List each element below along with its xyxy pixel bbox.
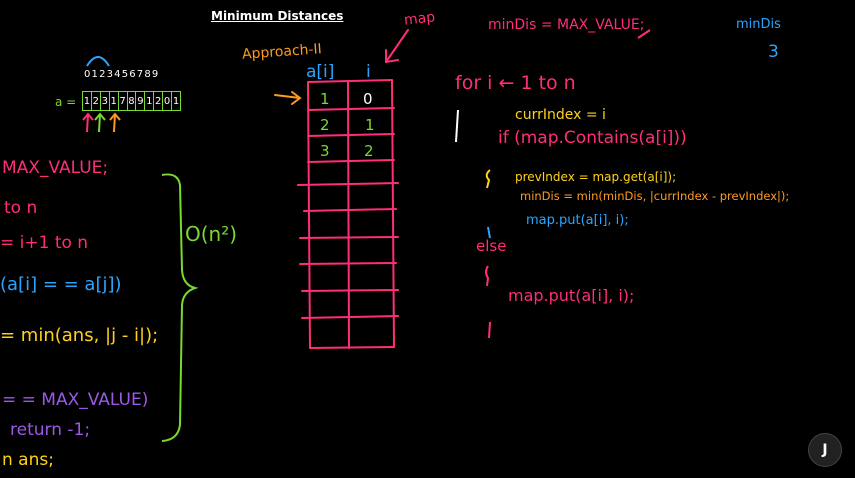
map-arrow-icon [385,29,409,64]
else-open-brace-icon [485,265,490,287]
array-cell: 1 [145,92,155,110]
left-code-line-1: MAX_VALUE; [2,158,109,178]
pointer-arrow-pink-icon [82,112,94,133]
map-table-grid [297,79,399,349]
code-currindex: currIndex = i [515,107,606,123]
result-label: minDis [736,17,781,32]
left-code-line-3: = i+1 to n [0,233,89,253]
code-init: minDis = MAX_VALUE; [488,17,645,33]
table-header-val: i [366,62,371,82]
array-label: a = [55,95,77,109]
approach-arrow-icon [274,91,302,105]
table-header-key: a[i] [306,62,335,82]
channel-logo[interactable]: J [808,433,842,467]
left-code-line-4: (a[i] = = a[j]) [0,274,122,295]
left-code-line-7: return -1; [10,420,91,440]
array-cell: 8 [128,92,137,110]
left-code-line-6: = = MAX_VALUE) [2,390,149,410]
code-put-1: map.put(a[i], i); [526,213,629,228]
array-arc-icon [86,56,110,67]
array-cell: 1 [172,95,180,107]
array-indices: 0 1 2 3 4 5 6 7 8 9 [84,69,158,80]
table-row-2-val: 1 [365,116,375,134]
code-previndex: prevIndex = map.get(a[i]); [515,170,677,184]
array-cell: 2 [92,92,101,110]
complexity-label: O(n²) [185,222,238,246]
array-cell: 0 [163,92,173,110]
page-title: Minimum Distances [211,9,344,23]
code-if: if (map.Contains(a[i])) [498,128,687,148]
table-row-2-key: 2 [320,116,330,134]
table-row-3-key: 3 [320,142,330,160]
array-cell: 1 [83,92,92,110]
else-close-brace-icon [488,321,491,339]
left-code-line-8: n ans; [2,450,54,470]
if-open-brace-icon [485,169,491,189]
table-row-1-val: 0 [363,90,373,108]
init-mark-icon [637,29,651,39]
code-loop: for i ← 1 to n [455,72,576,94]
code-mindis: minDis = min(minDis, |currIndex - prevIn… [520,189,790,203]
array-cell: 3 [101,92,110,110]
array-cell: 9 [136,92,146,110]
table-row-1-key: 1 [320,90,330,108]
left-code-line-5: = min(ans, |j - i|); [0,325,159,346]
if-close-brace-icon [487,226,491,239]
code-put-2: map.put(a[i], i); [508,286,635,305]
array-cell: 2 [154,92,164,110]
loop-brace-icon [455,109,459,143]
pointer-arrow-green-icon [94,112,106,133]
table-row-3-val: 2 [364,142,374,160]
result-value: 3 [768,42,779,62]
complexity-brace-icon [161,173,199,442]
pointer-arrow-orange-icon [109,112,121,133]
left-code-line-2: to n [4,198,38,218]
array-cell: 7 [119,92,128,110]
code-else: else [476,237,507,255]
array-cell: 1 [110,92,119,110]
